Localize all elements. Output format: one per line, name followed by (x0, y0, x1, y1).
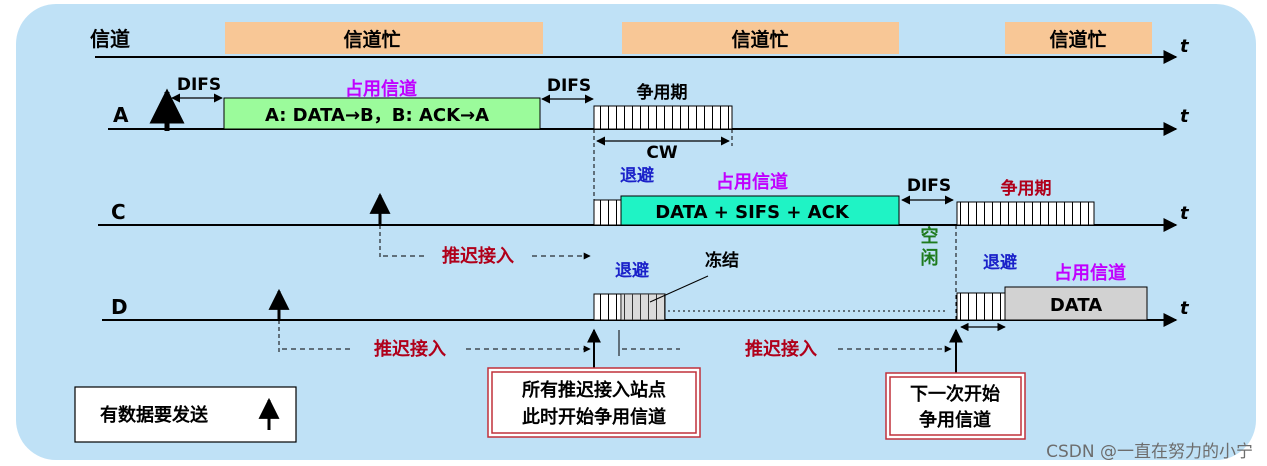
row-d-backoff-1-label: 退避 (615, 260, 649, 281)
callout-left-line-1: 所有推迟接入站点 (522, 379, 666, 401)
row-d-backoff-slots (593, 293, 622, 321)
callout-right: 下一次开始 争用信道 (885, 372, 1026, 440)
row-d-label: D (111, 295, 128, 319)
callout-right-line-1: 下一次开始 (910, 383, 1000, 405)
legend-text: 有数据要发送 (100, 404, 209, 426)
row-d-defer-2-label: 推迟接入 (745, 338, 817, 360)
row-a-contention-label: 争用期 (637, 82, 688, 103)
legend: 有数据要发送 (74, 386, 297, 443)
channel-busy-label-2: 信道忙 (731, 28, 788, 51)
row-a-label: A (113, 103, 129, 127)
callout-left-line-2: 此时开始争用信道 (522, 406, 666, 428)
channel-busy-2 (622, 22, 899, 54)
row-a-occupy-label: 占用信道 (345, 78, 417, 100)
row-d-backoff-2-slots (956, 292, 1006, 321)
channel-axis-label: t (1180, 36, 1190, 57)
row-a-frame-label: A: DATA→B，B: ACK→A (265, 105, 489, 126)
row-c-axis-label: t (1180, 203, 1190, 224)
row-c-label: C (111, 200, 126, 224)
row-c-defer-label: 推迟接入 (442, 245, 514, 267)
channel-busy-label-1: 信道忙 (343, 28, 400, 51)
channel-busy-1 (225, 22, 543, 54)
row-a-difs-2: DIFS (547, 76, 591, 96)
row-a-contention-window (593, 105, 733, 130)
row-c-contention-label: 争用期 (1001, 178, 1052, 199)
row-d-freeze-label: 冻结 (705, 250, 739, 271)
row-d-frame (1004, 286, 1148, 321)
watermark: CSDN @一直在努力的小宁 (1046, 442, 1253, 462)
row-a-axis-label: t (1180, 106, 1190, 127)
row-c-frame-label: DATA + SIFS + ACK (655, 202, 850, 223)
row-d-idle-label: 空闲 (918, 225, 939, 270)
row-d-freeze-pointer (649, 275, 709, 303)
row-c-occupy-label: 占用信道 (716, 171, 788, 193)
row-a-cw-label: CW (646, 143, 677, 163)
callout-left: 所有推迟接入站点 此时开始争用信道 (487, 367, 701, 438)
callout-right-line-2: 争用信道 (919, 409, 991, 431)
row-c-difs-label: DIFS (907, 176, 951, 196)
channel-busy-3 (1005, 22, 1152, 54)
row-d-frame-label: DATA (1050, 295, 1102, 316)
row-d-backoff-2-label: 退避 (983, 252, 1017, 273)
channel-label: 信道 (90, 27, 130, 51)
row-d-defer-1-label: 推迟接入 (374, 338, 446, 360)
row-c-backoff-label: 退避 (620, 165, 654, 186)
row-c-frame (620, 195, 900, 226)
row-c-backoff-slots (593, 199, 622, 226)
row-a-difs-1: DIFS (177, 75, 221, 95)
row-a-frame (223, 97, 541, 130)
channel-busy-label-3: 信道忙 (1049, 28, 1106, 51)
row-d-axis-label: t (1180, 298, 1190, 319)
row-d-occupy-label: 占用信道 (1054, 262, 1126, 284)
row-c-contention-window (956, 201, 1095, 226)
